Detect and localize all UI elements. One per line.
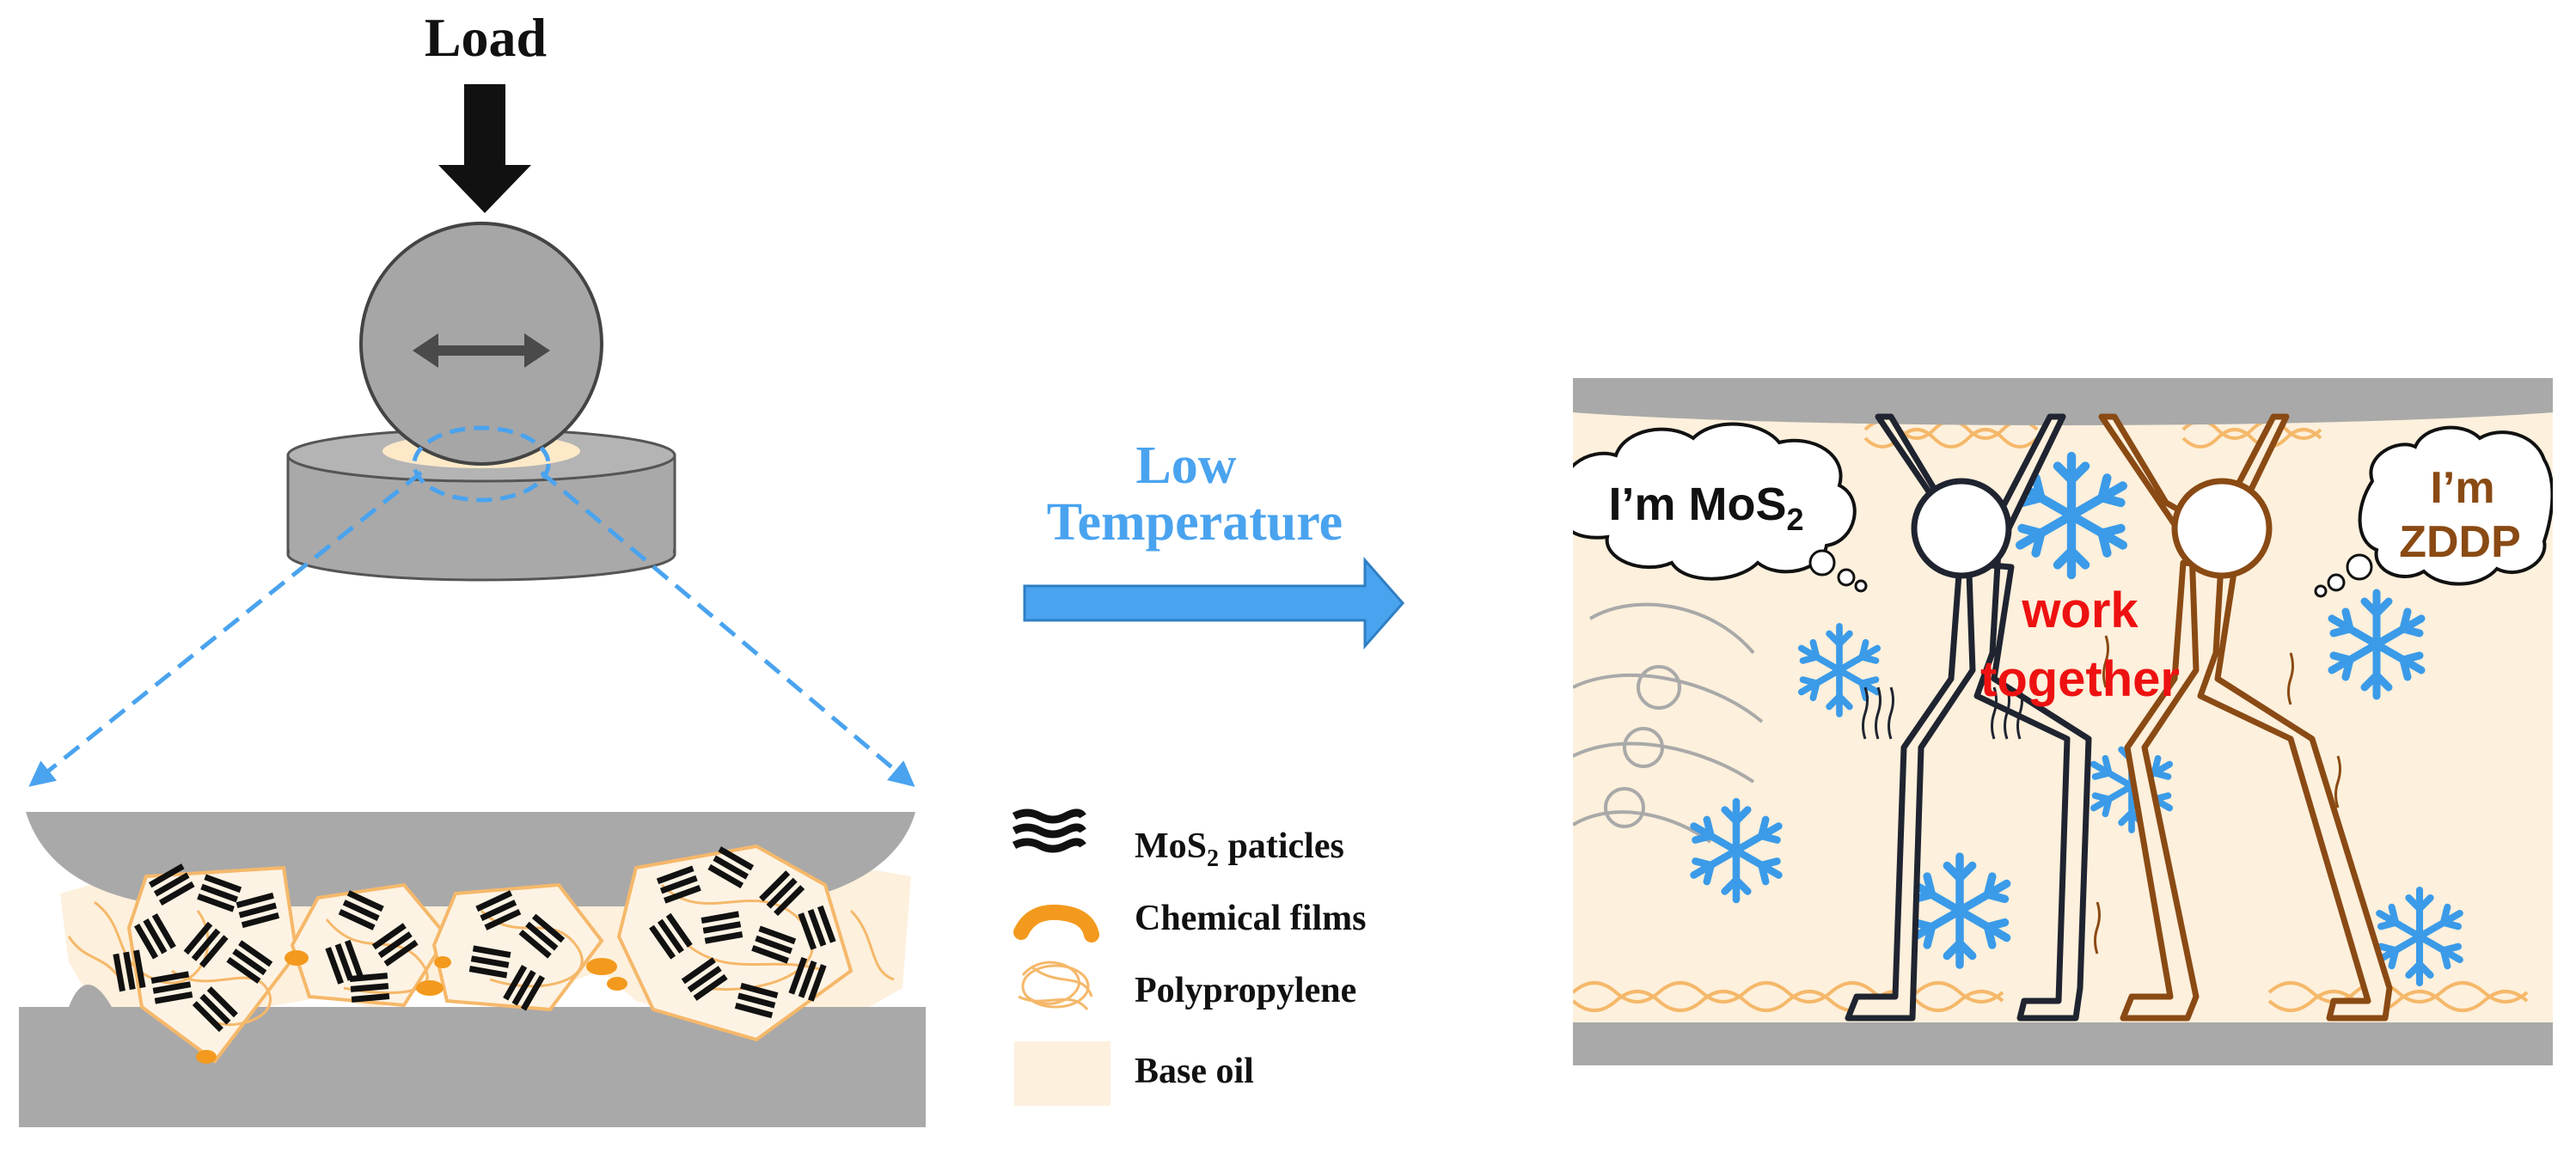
ball bbox=[359, 222, 603, 466]
legend-item-polypropylene: Polypropylene bbox=[1018, 961, 1356, 1010]
mos2-particle-icon bbox=[1012, 808, 1086, 853]
sliding-direction-arrow bbox=[413, 333, 550, 368]
thought-bubble-mos2: I’m MoS2 bbox=[1573, 422, 1868, 593]
shiver-marks bbox=[1862, 686, 2023, 740]
low-temperature-arrow bbox=[1023, 557, 1404, 650]
svg-text:I’m MoS2: I’m MoS2 bbox=[1608, 479, 1803, 537]
svg-text:Base oil: Base oil bbox=[1135, 1052, 1254, 1091]
chemical-film-spots bbox=[196, 950, 627, 1064]
svg-text:Load: Load bbox=[425, 7, 547, 68]
legend: MoS2 paticles Chemical films Polypropyle… bbox=[1012, 808, 1366, 1106]
legend-item-mos2: MoS2 paticles bbox=[1012, 808, 1344, 872]
magnified-contact bbox=[19, 812, 926, 1127]
lower-steel-surface bbox=[19, 1007, 926, 1127]
svg-text:I’m: I’m bbox=[2430, 463, 2494, 513]
contact-zoom-indicator bbox=[28, 425, 915, 787]
lower-steel-plate bbox=[1573, 1022, 2553, 1065]
svg-text:Temperature: Temperature bbox=[1047, 493, 1343, 552]
asperity-lower-left bbox=[69, 985, 112, 1007]
thought-bubble-zddp: I’m ZDDP bbox=[2314, 425, 2553, 598]
svg-text:Low: Low bbox=[1135, 436, 1236, 495]
svg-text:MoS2 paticles: MoS2 paticles bbox=[1135, 827, 1344, 872]
svg-text:together: together bbox=[1980, 651, 2180, 707]
svg-text:Chemical films: Chemical films bbox=[1135, 899, 1366, 938]
chemical-film-icon bbox=[1013, 904, 1099, 943]
svg-text:ZDDP: ZDDP bbox=[2399, 517, 2521, 567]
svg-text:work: work bbox=[2021, 583, 2139, 638]
polypropylene-icon bbox=[1018, 961, 1093, 1010]
legend-item-base-oil: Base oil bbox=[1014, 1041, 1254, 1106]
svg-text:Polypropylene: Polypropylene bbox=[1135, 971, 1356, 1010]
condition-label: Low Temperature bbox=[1047, 436, 1343, 552]
upper-steel-plate bbox=[1573, 378, 2553, 425]
work-together-label: work together bbox=[1980, 583, 2180, 707]
zddp-figure bbox=[2094, 413, 2393, 1022]
legend-item-chemical-films: Chemical films bbox=[1013, 899, 1366, 943]
base-oil-swatch bbox=[1014, 1041, 1111, 1106]
mos2-figure bbox=[1845, 413, 2092, 1022]
load-arrow bbox=[438, 84, 531, 213]
heat-wiggles bbox=[2094, 635, 2341, 955]
wind-swirls bbox=[1573, 602, 1764, 844]
load-label: Load bbox=[425, 7, 547, 68]
low-temperature-contact: I’m MoS2 I’m ZDDP work together bbox=[1573, 378, 2553, 1065]
